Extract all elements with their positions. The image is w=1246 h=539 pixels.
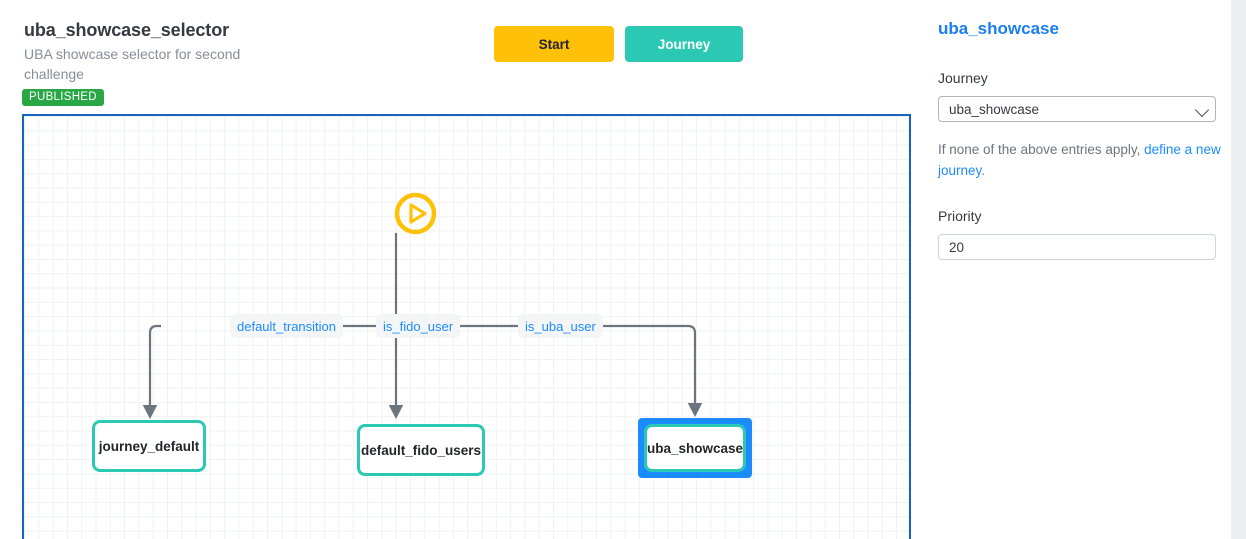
edge-label-default-transition[interactable]: default_transition [230,314,344,338]
node-uba-showcase-selected[interactable]: uba_showcase [638,418,752,478]
flow-canvas[interactable]: default_transition is_fido_user is_uba_u… [22,114,911,539]
journey-select-value[interactable]: uba_showcase [938,96,1216,122]
node-label: uba_showcase [646,440,744,456]
helper-prefix: If none of the above entries apply, [938,142,1145,157]
define-new-journey-link[interactable]: define a new journey [938,142,1221,178]
start-node[interactable] [394,192,437,235]
helper-suffix: . [981,163,986,178]
node-label: journey_default [98,438,200,454]
start-button[interactable]: Start [494,26,614,62]
panel-title: uba_showcase [938,19,1059,38]
node-journey-default[interactable]: journey_default [92,420,206,472]
journey-helper-text: If none of the above entries apply, defi… [938,139,1221,181]
journey-select[interactable]: uba_showcase [938,96,1216,122]
status-badge: PUBLISHED [22,89,104,106]
play-circle-icon [394,192,437,235]
priority-field-label: Priority [938,208,982,224]
details-panel: uba_showcase Journey uba_showcase If non… [938,0,1231,539]
page-title: uba_showcase_selector [24,20,230,40]
priority-input[interactable]: 20 [938,234,1216,260]
page-subtitle: UBA showcase selector for second challen… [24,46,241,82]
journey-field-label: Journey [938,70,988,86]
node-default-fido-users[interactable]: default_fido_users [357,424,485,476]
node-uba-showcase[interactable]: uba_showcase [644,424,746,472]
edge-label-is-uba-user[interactable]: is_uba_user [518,314,603,338]
node-label: default_fido_users [360,442,482,458]
edge-label-is-fido-user[interactable]: is_fido_user [376,314,461,338]
journey-button[interactable]: Journey [625,26,743,62]
